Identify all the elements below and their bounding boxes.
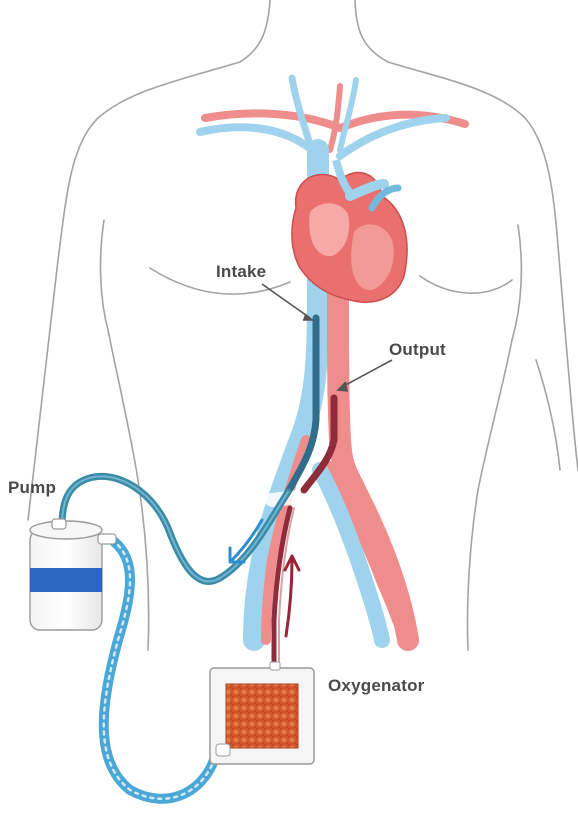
pump-outlet bbox=[98, 534, 116, 544]
pump-band bbox=[30, 568, 102, 592]
right-torso-side bbox=[467, 340, 512, 650]
oxygenator-outlet bbox=[270, 662, 280, 670]
left-armpit bbox=[101, 220, 108, 330]
oxygenator-inlet bbox=[216, 744, 230, 756]
body-outline bbox=[28, 0, 578, 650]
right-armpit bbox=[512, 225, 521, 340]
oxygenator-label: Oxygenator bbox=[328, 676, 424, 696]
pump-inlet bbox=[52, 519, 66, 529]
upper-vessels bbox=[200, 78, 465, 156]
red-flow-arrow bbox=[286, 560, 292, 636]
right-chest-line bbox=[420, 276, 512, 293]
left-brachiocephalic-vein bbox=[200, 127, 312, 150]
neck-left-line bbox=[240, 0, 270, 62]
output-label: Output bbox=[389, 340, 446, 360]
pump-icon bbox=[30, 519, 116, 630]
oxygenator-icon bbox=[210, 662, 314, 764]
oxygenator-core bbox=[226, 684, 298, 748]
intake-leader bbox=[262, 284, 310, 318]
intake-label: Intake bbox=[216, 262, 266, 282]
right-arm-inner bbox=[536, 360, 560, 470]
pump-label: Pump bbox=[8, 478, 56, 498]
neck-right-line bbox=[355, 0, 388, 62]
carotid bbox=[330, 86, 340, 150]
